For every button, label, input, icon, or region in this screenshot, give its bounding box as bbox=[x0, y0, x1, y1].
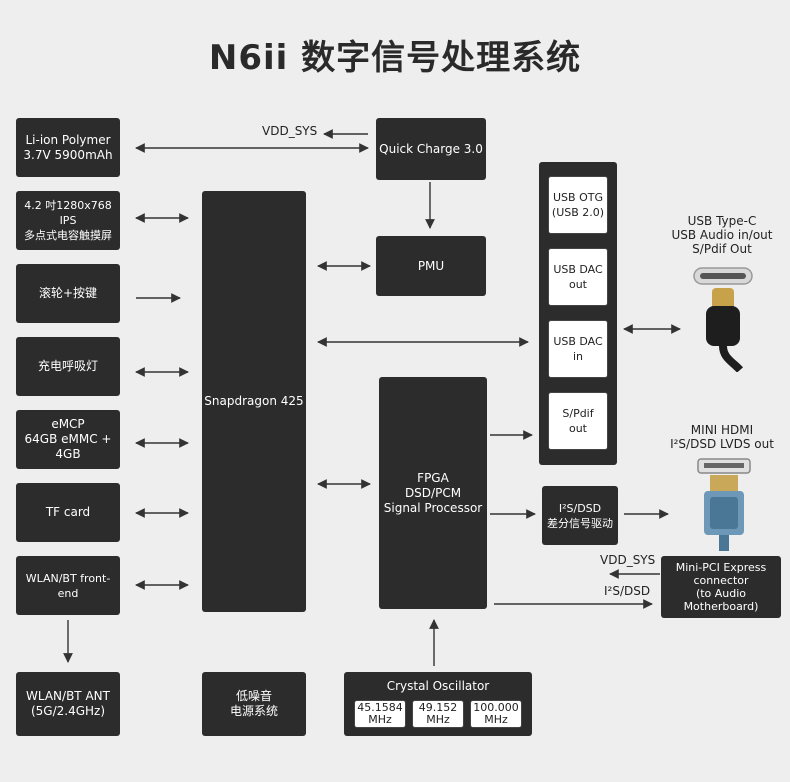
crystal-freq-3-unit: MHz bbox=[484, 713, 508, 726]
fpga-line3: Signal Processor bbox=[383, 500, 483, 515]
mini-hdmi-connector-icon bbox=[697, 458, 751, 551]
mini-pci-block: Mini-PCI Express connector (to Audio Mot… bbox=[661, 556, 781, 618]
display-line2: 多点式电容触摸屏 bbox=[24, 229, 112, 242]
pmu-label: PMU bbox=[417, 258, 445, 273]
wlan-block: WLAN/BT front-end bbox=[16, 556, 120, 615]
i2s-driver-line2: 差分信号驱动 bbox=[547, 516, 613, 530]
vdd-sys-top-label: VDD_SYS bbox=[262, 124, 318, 138]
quick-charge-block: Quick Charge 3.0 bbox=[376, 118, 486, 180]
mini-pci-line3: (to Audio Motherboard) bbox=[683, 587, 759, 613]
emcp-line2: 64GB eMMC + 4GB bbox=[24, 432, 112, 461]
emcp-block: eMCP 64GB eMMC + 4GB bbox=[16, 410, 120, 469]
usb-dac-out-line2: out bbox=[568, 278, 587, 291]
diagram-title: N6ii 数字信号处理系统 bbox=[208, 38, 582, 78]
crystal-freq-2-unit: MHz bbox=[426, 713, 450, 726]
cpu-block: Snapdragon 425 bbox=[202, 191, 306, 612]
mini-hdmi-line2: I²S/DSD LVDS out bbox=[670, 437, 774, 451]
usb-typec-label: USB Type-C USB Audio in/out S/Pdif Out bbox=[660, 214, 784, 256]
mini-pci-line2: connector bbox=[693, 574, 749, 587]
crystal-freq-1-value: 45.1584 bbox=[357, 701, 403, 714]
spdif-out-block: S/Pdif out bbox=[548, 392, 608, 450]
usb-otg-line2: (USB 2.0) bbox=[551, 206, 605, 219]
crystal-freq-3: 100.000 MHz bbox=[470, 700, 522, 728]
battery-line1: Li-ion Polymer bbox=[25, 132, 111, 147]
i2s-dsd-label: I²S/DSD bbox=[604, 584, 651, 598]
crystal-oscillator-block: Crystal Oscillator 45.1584 MHz 49.152 MH… bbox=[344, 672, 532, 736]
cpu-label: Snapdragon 425 bbox=[204, 394, 304, 408]
usb-dac-in-line1: USB DAC bbox=[553, 335, 603, 348]
crystal-freq-3-value: 100.000 bbox=[473, 701, 519, 714]
led-label: 充电呼吸灯 bbox=[37, 359, 98, 373]
crystal-freq-1-unit: MHz bbox=[368, 713, 392, 726]
usb-typec-line2: USB Audio in/out bbox=[671, 228, 773, 242]
usb-dac-in-block: USB DAC in bbox=[548, 320, 608, 378]
usb-group-block: USB OTG (USB 2.0) USB DAC out USB DAC in… bbox=[539, 162, 617, 465]
mini-hdmi-label: MINI HDMI I²S/DSD LVDS out bbox=[654, 423, 790, 451]
wheel-label: 滚轮+按键 bbox=[38, 286, 98, 300]
low-noise-power-block: 低噪音 电源系统 bbox=[202, 672, 306, 736]
vdd-sys-bottom-label: VDD_SYS bbox=[600, 553, 656, 567]
display-block: 4.2 吋1280x768 IPS 多点式电容触摸屏 bbox=[16, 191, 120, 250]
spdif-out-line2: out bbox=[568, 422, 587, 435]
crystal-freq-2: 49.152 MHz bbox=[412, 700, 464, 728]
battery-line2: 3.7V 5900mAh bbox=[23, 147, 113, 162]
wlan-label: WLAN/BT front-end bbox=[25, 571, 111, 600]
usb-dac-out-line1: USB DAC bbox=[553, 263, 603, 276]
antenna-block: WLAN/BT ANT (5G/2.4GHz) bbox=[16, 672, 120, 736]
led-block: 充电呼吸灯 bbox=[16, 337, 120, 396]
fpga-line1: FPGA bbox=[417, 470, 449, 485]
antenna-line2: (5G/2.4GHz) bbox=[30, 704, 106, 718]
display-line1: 4.2 吋1280x768 IPS bbox=[24, 199, 112, 227]
usb-typec-line1: USB Type-C bbox=[687, 214, 757, 228]
crystal-freq-1: 45.1584 MHz bbox=[354, 700, 406, 728]
tf-card-label: TF card bbox=[45, 505, 91, 519]
usb-dac-in-line2: in bbox=[572, 350, 584, 363]
fpga-block: FPGA DSD/PCM Signal Processor bbox=[379, 377, 487, 609]
crystal-title: Crystal Oscillator bbox=[386, 679, 490, 693]
pmu-block: PMU bbox=[376, 236, 486, 296]
emcp-line1: eMCP bbox=[51, 417, 85, 431]
fpga-line2: DSD/PCM bbox=[404, 485, 462, 500]
battery-block: Li-ion Polymer 3.7V 5900mAh bbox=[16, 118, 120, 177]
usb-typec-connector-icon bbox=[693, 267, 753, 372]
i2s-driver-line1: I²S/DSD bbox=[558, 501, 602, 515]
mini-pci-line1: Mini-PCI Express bbox=[675, 561, 767, 574]
crystal-freq-2-value: 49.152 bbox=[418, 701, 458, 714]
usb-dac-out-block: USB DAC out bbox=[548, 248, 608, 306]
mini-hdmi-line1: MINI HDMI bbox=[690, 423, 754, 437]
spdif-out-line1: S/Pdif bbox=[562, 407, 594, 420]
antenna-line1: WLAN/BT ANT bbox=[26, 689, 110, 703]
wheel-block: 滚轮+按键 bbox=[16, 264, 120, 323]
usb-otg-line1: USB OTG bbox=[553, 191, 603, 204]
low-noise-line1: 低噪音 bbox=[235, 689, 272, 703]
usb-otg-block: USB OTG (USB 2.0) bbox=[548, 176, 608, 234]
quick-charge-label: Quick Charge 3.0 bbox=[379, 141, 483, 156]
low-noise-line2: 电源系统 bbox=[229, 704, 278, 718]
i2s-driver-block: I²S/DSD 差分信号驱动 bbox=[542, 486, 618, 545]
usb-typec-line3: S/Pdif Out bbox=[692, 242, 752, 256]
tf-card-block: TF card bbox=[16, 483, 120, 542]
